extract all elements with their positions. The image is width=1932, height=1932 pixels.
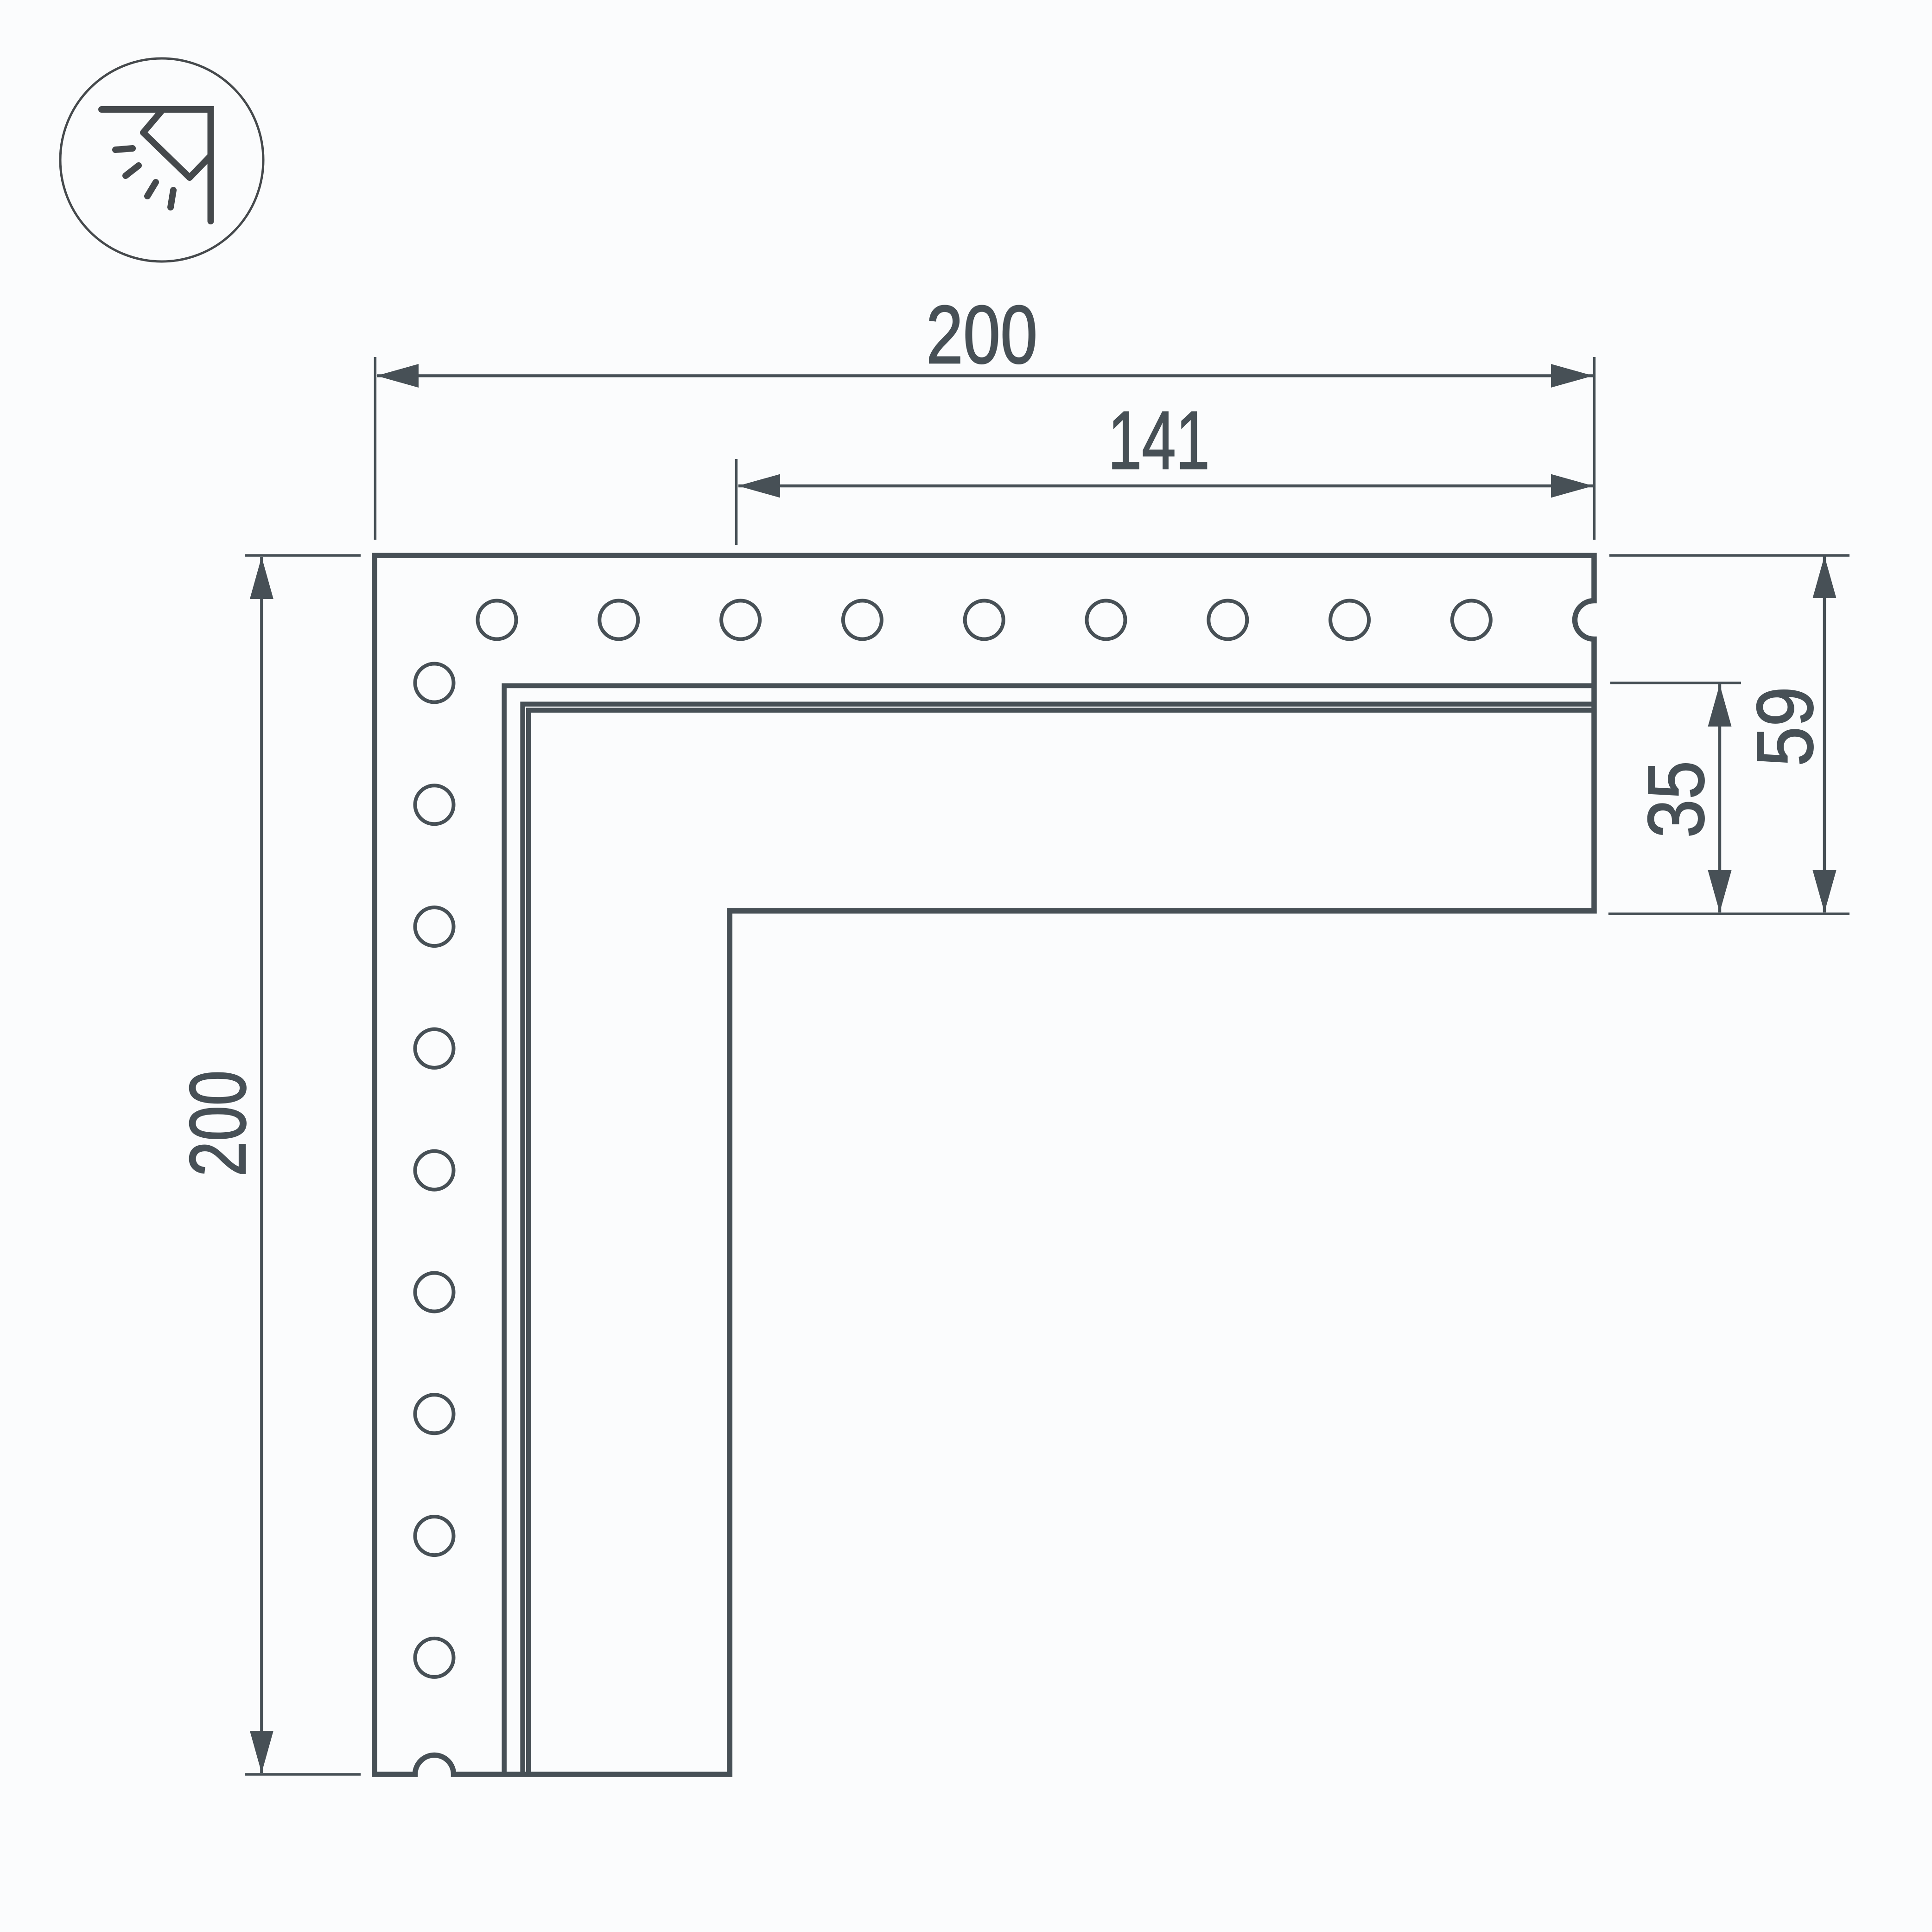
svg-text:141: 141 (1108, 395, 1210, 487)
svg-text:59: 59 (1740, 687, 1829, 766)
svg-text:35: 35 (1632, 761, 1721, 838)
svg-text:200: 200 (926, 289, 1038, 381)
svg-text:200: 200 (173, 1070, 262, 1177)
